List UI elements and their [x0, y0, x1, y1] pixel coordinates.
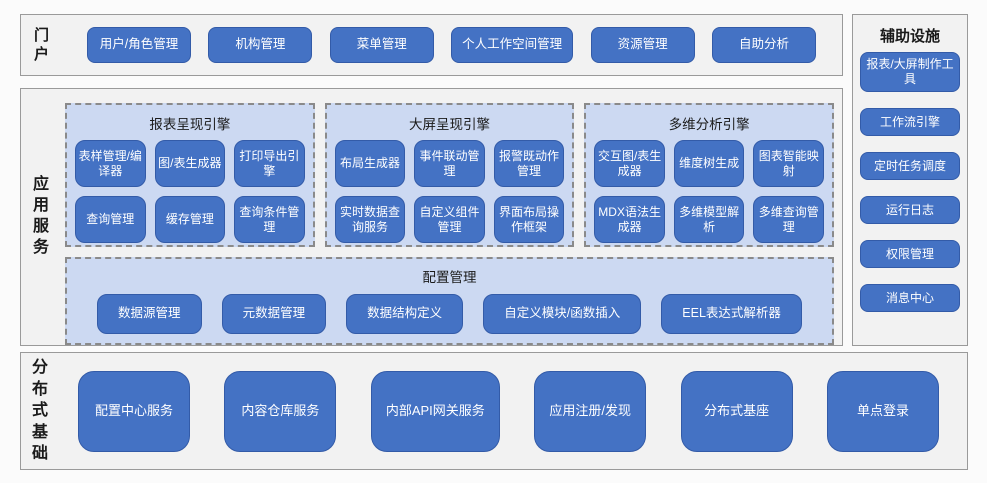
portal-item-org-mgmt[interactable]: 机构管理	[208, 27, 313, 63]
engine-item-realtime-query-service[interactable]: 实时数据查询服务	[334, 196, 406, 243]
aux-button-column: 报表/大屏制作工具 工作流引擎 定时任务调度 运行日志 权限管理 消息中心	[853, 52, 967, 312]
engine-item-query-condition-mgmt[interactable]: 查询条件管理	[234, 196, 305, 243]
distributed-button-row: 配置中心服务 内容仓库服务 内部API网关服务 应用注册/发现 分布式基座 单点…	[78, 370, 939, 452]
portal-item-resource-mgmt[interactable]: 资源管理	[590, 27, 695, 63]
engine-item-mdx-generator[interactable]: MDX语法生成器	[594, 196, 665, 243]
aux-item-report-bigscreen-tool[interactable]: 报表/大屏制作工具	[860, 52, 960, 92]
engine-item-multidim-query-mgmt[interactable]: 多维查询管理	[753, 196, 824, 243]
distributed-foundation-label: 分布式基础	[32, 359, 49, 463]
portal-section: 门户 用户/角色管理 机构管理 菜单管理 个人工作空间管理 资源管理 自助分析	[20, 14, 843, 76]
config-button-row: 数据源管理 元数据管理 数据结构定义 自定义模块/函数插入 EEL表达式解析器	[77, 294, 822, 334]
engine-item-interactive-chart-generator[interactable]: 交互图/表生成器	[594, 140, 665, 187]
report-engine-title: 报表呈现引擎	[149, 117, 231, 132]
olap-engine-title: 多维分析引擎	[668, 117, 750, 132]
config-mgmt-title: 配置管理	[422, 270, 477, 285]
aux-item-permission-mgmt[interactable]: 权限管理	[860, 240, 960, 268]
engine-item-ui-layout-framework[interactable]: 界面布局操作框架	[493, 196, 565, 243]
config-mgmt-box: 配置管理 数据源管理 元数据管理 数据结构定义 自定义模块/函数插入 EEL表达…	[65, 257, 834, 345]
dist-item-distributed-base[interactable]: 分布式基座	[680, 370, 793, 452]
config-item-metadata-mgmt[interactable]: 元数据管理	[221, 294, 327, 334]
aux-item-message-center[interactable]: 消息中心	[860, 284, 960, 312]
app-services-section: 应用服务 报表呈现引擎 表样管理/编译器 图/表生成器 打印导出引擎 查询管理 …	[20, 88, 843, 346]
config-item-datasource-mgmt[interactable]: 数据源管理	[97, 294, 202, 334]
report-engine-grid: 表样管理/编译器 图/表生成器 打印导出引擎 查询管理 缓存管理 查询条件管理	[75, 140, 305, 243]
engine-item-custom-component-mgmt[interactable]: 自定义组件管理	[414, 196, 485, 243]
dist-item-app-register-discovery[interactable]: 应用注册/发现	[534, 370, 647, 452]
aux-item-scheduled-tasks[interactable]: 定时任务调度	[860, 152, 960, 180]
portal-button-row: 用户/角色管理 机构管理 菜单管理 个人工作空间管理 资源管理 自助分析	[87, 27, 816, 63]
config-item-eel-expression-parser[interactable]: EEL表达式解析器	[661, 294, 802, 334]
engine-item-layout-generator[interactable]: 布局生成器	[334, 140, 406, 187]
engine-item-chart-table-generator[interactable]: 图/表生成器	[154, 140, 226, 187]
aux-facilities-title: 辅助设施	[879, 28, 940, 45]
bigscreen-engine-title: 大屏呈现引擎	[409, 117, 490, 132]
portal-item-menu-mgmt[interactable]: 菜单管理	[329, 27, 434, 63]
engine-item-query-mgmt[interactable]: 查询管理	[75, 196, 146, 243]
aux-item-workflow-engine[interactable]: 工作流引擎	[860, 108, 960, 136]
aux-facilities-section: 辅助设施 报表/大屏制作工具 工作流引擎 定时任务调度 运行日志 权限管理 消息…	[852, 14, 968, 346]
engine-item-smart-chart-mapping[interactable]: 图表智能映射	[753, 140, 824, 187]
portal-label: 门户	[34, 26, 50, 64]
dist-item-internal-api-gateway[interactable]: 内部API网关服务	[370, 370, 500, 452]
portal-item-workspace-mgmt[interactable]: 个人工作空间管理	[451, 27, 574, 63]
dist-item-config-center-service[interactable]: 配置中心服务	[78, 370, 190, 452]
engine-item-multidim-model-parse[interactable]: 多维模型解析	[673, 196, 745, 243]
engine-item-template-compiler[interactable]: 表样管理/编译器	[75, 140, 146, 187]
engine-item-alarm-action-mgmt[interactable]: 报警既动作管理	[493, 140, 565, 187]
engine-item-cache-mgmt[interactable]: 缓存管理	[154, 196, 226, 243]
app-services-label: 应用服务	[33, 176, 50, 256]
dist-item-content-repo-service[interactable]: 内容仓库服务	[224, 370, 337, 452]
olap-engine-grid: 交互图/表生成器 维度树生成 图表智能映射 MDX语法生成器 多维模型解析 多维…	[594, 140, 824, 243]
config-item-data-structure-def[interactable]: 数据结构定义	[346, 294, 464, 334]
portal-item-self-analysis[interactable]: 自助分析	[711, 27, 816, 63]
engine-item-dimension-tree[interactable]: 维度树生成	[673, 140, 745, 187]
engine-row: 报表呈现引擎 表样管理/编译器 图/表生成器 打印导出引擎 查询管理 缓存管理 …	[65, 103, 835, 247]
engine-item-event-linkage-mgmt[interactable]: 事件联动管理	[414, 140, 485, 187]
distributed-foundation-section: 分布式基础 配置中心服务 内容仓库服务 内部API网关服务 应用注册/发现 分布…	[20, 352, 968, 470]
aux-item-run-logs[interactable]: 运行日志	[860, 196, 960, 224]
dist-item-single-sign-on[interactable]: 单点登录	[827, 370, 939, 452]
report-engine-box: 报表呈现引擎 表样管理/编译器 图/表生成器 打印导出引擎 查询管理 缓存管理 …	[65, 103, 315, 247]
app-services-content: 报表呈现引擎 表样管理/编译器 图/表生成器 打印导出引擎 查询管理 缓存管理 …	[49, 89, 842, 345]
bigscreen-engine-grid: 布局生成器 事件联动管理 报警既动作管理 实时数据查询服务 自定义组件管理 界面…	[334, 140, 565, 243]
olap-engine-box: 多维分析引擎 交互图/表生成器 维度树生成 图表智能映射 MDX语法生成器 多维…	[584, 103, 835, 247]
portal-item-user-role-mgmt[interactable]: 用户/角色管理	[87, 27, 191, 63]
config-item-custom-module-function[interactable]: 自定义模块/函数插入	[483, 294, 642, 334]
engine-item-print-export[interactable]: 打印导出引擎	[234, 140, 305, 187]
bigscreen-engine-box: 大屏呈现引擎 布局生成器 事件联动管理 报警既动作管理 实时数据查询服务 自定义…	[324, 103, 575, 247]
